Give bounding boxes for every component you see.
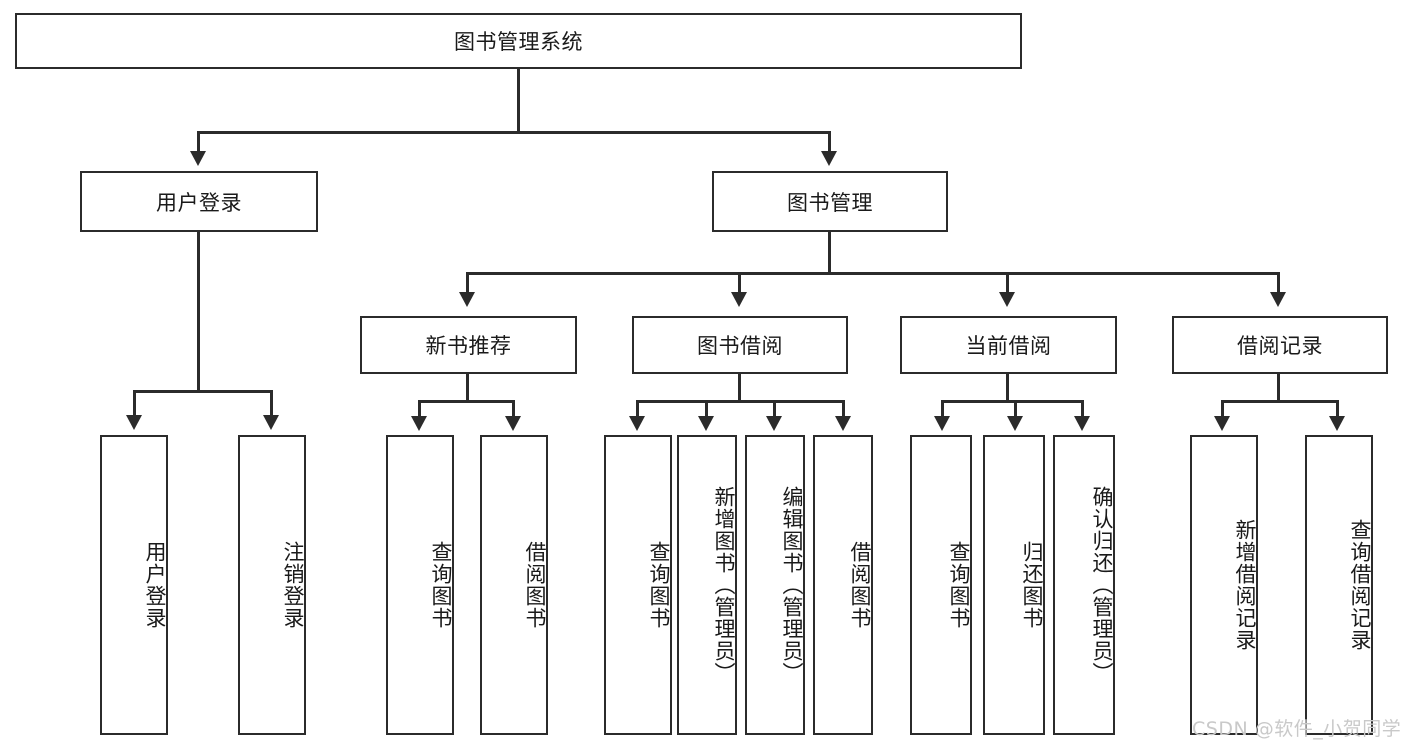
node-label: 图书管理 (787, 190, 873, 215)
connector-book-manage-trunk (828, 232, 831, 274)
node-label: 用户登录 (143, 541, 167, 629)
connector-br-drop-2 (1336, 400, 1339, 418)
connector-nbr-trunk (466, 374, 469, 402)
node-leaf-confirm-return[interactable]: 确认归还（管理员） (1053, 435, 1115, 735)
connector-root-trunk (517, 69, 520, 131)
node-label: 图书借阅 (697, 334, 783, 358)
node-leaf-query-book-2[interactable]: 查询图书 (604, 435, 672, 735)
connector-book-manage-bus (466, 272, 1280, 275)
arrowhead-borrow-record (1270, 292, 1286, 307)
connector-bm-drop-1 (466, 272, 469, 294)
arrowhead-leaf-query-book-2 (629, 416, 645, 431)
node-label: 查询借阅记录 (1348, 519, 1372, 651)
connector-bm-drop-4 (1277, 272, 1280, 294)
arrowhead-user-login (190, 151, 206, 166)
connector-user-login-drop-2 (270, 390, 273, 417)
connector-nbr-bus (418, 400, 514, 403)
connector-bm-drop-2 (738, 272, 741, 294)
connector-root-to-book-manage (828, 131, 831, 153)
connector-cb-drop-2 (1014, 400, 1017, 418)
arrowhead-leaf-edit-book (766, 416, 782, 431)
node-label: 图书管理系统 (454, 30, 583, 54)
node-label: 编辑图书（管理员） (780, 486, 804, 684)
node-leaf-user-logout[interactable]: 注销登录 (238, 435, 306, 735)
arrowhead-leaf-borrow-book-1 (505, 416, 521, 431)
connector-cb-bus (941, 400, 1084, 403)
node-leaf-edit-book[interactable]: 编辑图书（管理员） (745, 435, 805, 735)
node-leaf-query-record[interactable]: 查询借阅记录 (1305, 435, 1373, 735)
node-leaf-return-book[interactable]: 归还图书 (983, 435, 1045, 735)
node-label: 查询图书 (429, 541, 453, 629)
node-label: 用户登录 (156, 190, 242, 215)
connector-nbr-drop-2 (512, 400, 515, 418)
node-leaf-user-login[interactable]: 用户登录 (100, 435, 168, 735)
arrowhead-leaf-query-book-3 (934, 416, 950, 431)
arrowhead-current-borrow (999, 292, 1015, 307)
connector-bb-drop-3 (773, 400, 776, 418)
arrowhead-leaf-add-record (1214, 416, 1230, 431)
arrowhead-leaf-borrow-book-2 (835, 416, 851, 431)
arrowhead-new-book-rec (459, 292, 475, 307)
connector-br-trunk (1277, 374, 1280, 402)
arrowhead-book-manage (821, 151, 837, 166)
node-new-book-rec[interactable]: 新书推荐 (360, 316, 577, 374)
node-leaf-borrow-book-2[interactable]: 借阅图书 (813, 435, 873, 735)
node-leaf-borrow-book-1[interactable]: 借阅图书 (480, 435, 548, 735)
node-leaf-add-record[interactable]: 新增借阅记录 (1190, 435, 1258, 735)
node-label: 归还图书 (1020, 541, 1044, 629)
connector-nbr-drop-1 (418, 400, 421, 418)
node-label: 查询图书 (647, 541, 671, 629)
arrowhead-leaf-return-book (1007, 416, 1023, 431)
connector-user-login-trunk (197, 232, 200, 392)
connector-cb-drop-1 (941, 400, 944, 418)
connector-cb-drop-3 (1081, 400, 1084, 418)
node-book-manage[interactable]: 图书管理 (712, 171, 948, 232)
arrowhead-leaf-query-record (1329, 416, 1345, 431)
connector-bb-drop-1 (636, 400, 639, 418)
node-book-borrow[interactable]: 图书借阅 (632, 316, 848, 374)
node-borrow-record[interactable]: 借阅记录 (1172, 316, 1388, 374)
connector-bb-bus (636, 400, 845, 403)
connector-root-bus (197, 131, 830, 134)
connector-bm-drop-3 (1006, 272, 1009, 294)
arrowhead-leaf-add-book (698, 416, 714, 431)
connector-br-bus (1221, 400, 1339, 403)
node-label: 新增图书（管理员） (712, 486, 736, 684)
node-label: 借阅记录 (1237, 334, 1323, 358)
connector-br-drop-1 (1221, 400, 1224, 418)
connector-user-login-drop-1 (133, 390, 136, 417)
node-user-login[interactable]: 用户登录 (80, 171, 318, 232)
node-label: 新增借阅记录 (1233, 519, 1257, 651)
connector-bb-drop-2 (705, 400, 708, 418)
connector-user-login-bus (133, 390, 272, 393)
arrowhead-book-borrow (731, 292, 747, 307)
node-leaf-query-book-3[interactable]: 查询图书 (910, 435, 972, 735)
arrowhead-leaf-confirm-return (1074, 416, 1090, 431)
node-label: 新书推荐 (425, 334, 512, 358)
connector-root-to-user-login (197, 131, 200, 153)
connector-cb-trunk (1006, 374, 1009, 402)
node-leaf-add-book[interactable]: 新增图书（管理员） (677, 435, 737, 735)
csdn-watermark: CSDN @软件_小贺同学 (1192, 718, 1402, 740)
node-leaf-query-book-1[interactable]: 查询图书 (386, 435, 454, 735)
node-label: 查询图书 (947, 541, 971, 629)
node-label: 当前借阅 (965, 334, 1052, 358)
connector-bb-drop-4 (842, 400, 845, 418)
arrowhead-leaf-user-logout (263, 415, 279, 430)
node-label: 确认归还（管理员） (1090, 486, 1114, 684)
connector-bb-trunk (738, 374, 741, 402)
arrowhead-leaf-query-book-1 (411, 416, 427, 431)
node-current-borrow[interactable]: 当前借阅 (900, 316, 1117, 374)
node-root-system[interactable]: 图书管理系统 (15, 13, 1022, 69)
node-label: 借阅图书 (848, 541, 872, 629)
node-label: 借阅图书 (523, 541, 547, 629)
node-label: 注销登录 (281, 541, 305, 629)
arrowhead-leaf-user-login (126, 415, 142, 430)
